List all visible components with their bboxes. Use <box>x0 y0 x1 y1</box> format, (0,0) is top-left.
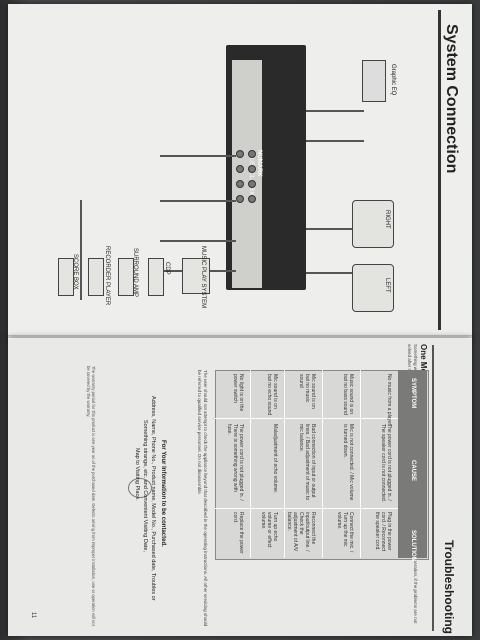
rca-jack <box>236 150 244 158</box>
table-divider <box>215 418 398 419</box>
wire <box>160 240 236 242</box>
table-divider <box>215 508 398 509</box>
table-header-row <box>398 370 427 558</box>
table-cell: Turn up echo volume or effect volume. <box>260 512 278 548</box>
table-cell: The power cord is not plugged in. / Ther… <box>226 424 244 501</box>
music-play-system-device <box>182 258 210 294</box>
wire <box>306 110 364 112</box>
page-title-troubleshooting: Troubleshooting <box>442 540 456 634</box>
graphic-eq-label: Graphic EQ <box>390 64 396 96</box>
table-divider <box>322 370 323 558</box>
wire <box>306 140 364 142</box>
wire <box>306 272 356 274</box>
table-cell: Replace the power cord. <box>232 512 244 554</box>
score-box-device <box>58 258 74 296</box>
table-cell: Mic is not connected. / Mic volume is tu… <box>342 424 354 501</box>
table-header-symptom: SYMPTOM <box>410 378 416 409</box>
graphic-eq-device <box>362 60 386 102</box>
table-cell: No music from a player <box>386 374 392 426</box>
table-header-solution: SOLUTION <box>410 530 416 561</box>
wire <box>160 155 236 157</box>
mixer-brand: NUMARK <box>256 150 262 177</box>
table-divider <box>284 370 285 558</box>
rca-jack <box>248 195 256 203</box>
music-play-system-label: MUSIC PLAY SYSTEM <box>200 246 206 309</box>
rca-jack <box>236 165 244 173</box>
rca-jack <box>236 195 244 203</box>
title-rule <box>438 10 441 330</box>
rca-jack <box>248 165 256 173</box>
table-divider <box>250 370 251 558</box>
table-divider <box>360 370 361 558</box>
table-cell: Connect the mic. / Turn up the mic volum… <box>336 512 354 553</box>
page-title-system-connection: System Connection <box>443 24 460 174</box>
mixer-front-panel <box>232 60 262 288</box>
page-number: 11 <box>30 612 36 619</box>
warranty-text: The warranty period for this product is … <box>86 366 96 626</box>
title-rule <box>432 345 434 631</box>
table-cell: Bad connection of input or output lines.… <box>298 424 316 501</box>
wire <box>160 200 236 202</box>
caution-text: The user should not attempt to check the… <box>197 370 209 627</box>
recorder-player-device <box>88 258 104 296</box>
contact-line: Something strange, etc. and Convenient V… <box>142 420 148 552</box>
speaker-left <box>352 264 394 312</box>
cdp-device <box>148 258 164 296</box>
rca-jack <box>236 180 244 188</box>
table-cell: No light is on the power switch <box>232 374 244 412</box>
table-cell: Plug in the power cord. / Reconnect the … <box>374 512 392 552</box>
score-box-label: SCORE BOX <box>72 254 78 290</box>
cdp-label: CDP <box>164 262 170 275</box>
recorder-player-label: RECORDER PLAYER <box>104 246 110 306</box>
rca-jack <box>248 180 256 188</box>
surround-amp-device <box>118 258 134 296</box>
speaker-right <box>352 200 394 248</box>
table-cell: Mic sound is on but no echo sound <box>266 374 278 416</box>
contact-line: Address, Name, Phone No., Product name, … <box>150 396 156 601</box>
speaker-right-label: RIGHT <box>384 210 390 229</box>
table-cell: Maladjustment of echo volume. <box>272 424 278 494</box>
table-cell: Mic sound is on but no music sound <box>298 374 316 409</box>
table-cell: The power cord is not plugged in. / The … <box>380 424 392 503</box>
contact-icon <box>128 478 152 498</box>
wire <box>306 228 356 230</box>
speaker-left-label: LEFT <box>384 278 390 293</box>
contact-line: Map to Visiting Place. <box>134 448 140 501</box>
surround-amp-label: SURROUND AMP <box>132 248 138 298</box>
table-cell: Music sound is on but no bass sound <box>342 374 354 415</box>
table-cell: Reconnect the input/output line. / Check… <box>286 512 316 552</box>
contact-heading: For Your Information to be contacted. <box>160 440 166 547</box>
wire <box>80 200 82 300</box>
rca-jack <box>248 150 256 158</box>
table-header-cause: CAUSE <box>410 460 416 482</box>
